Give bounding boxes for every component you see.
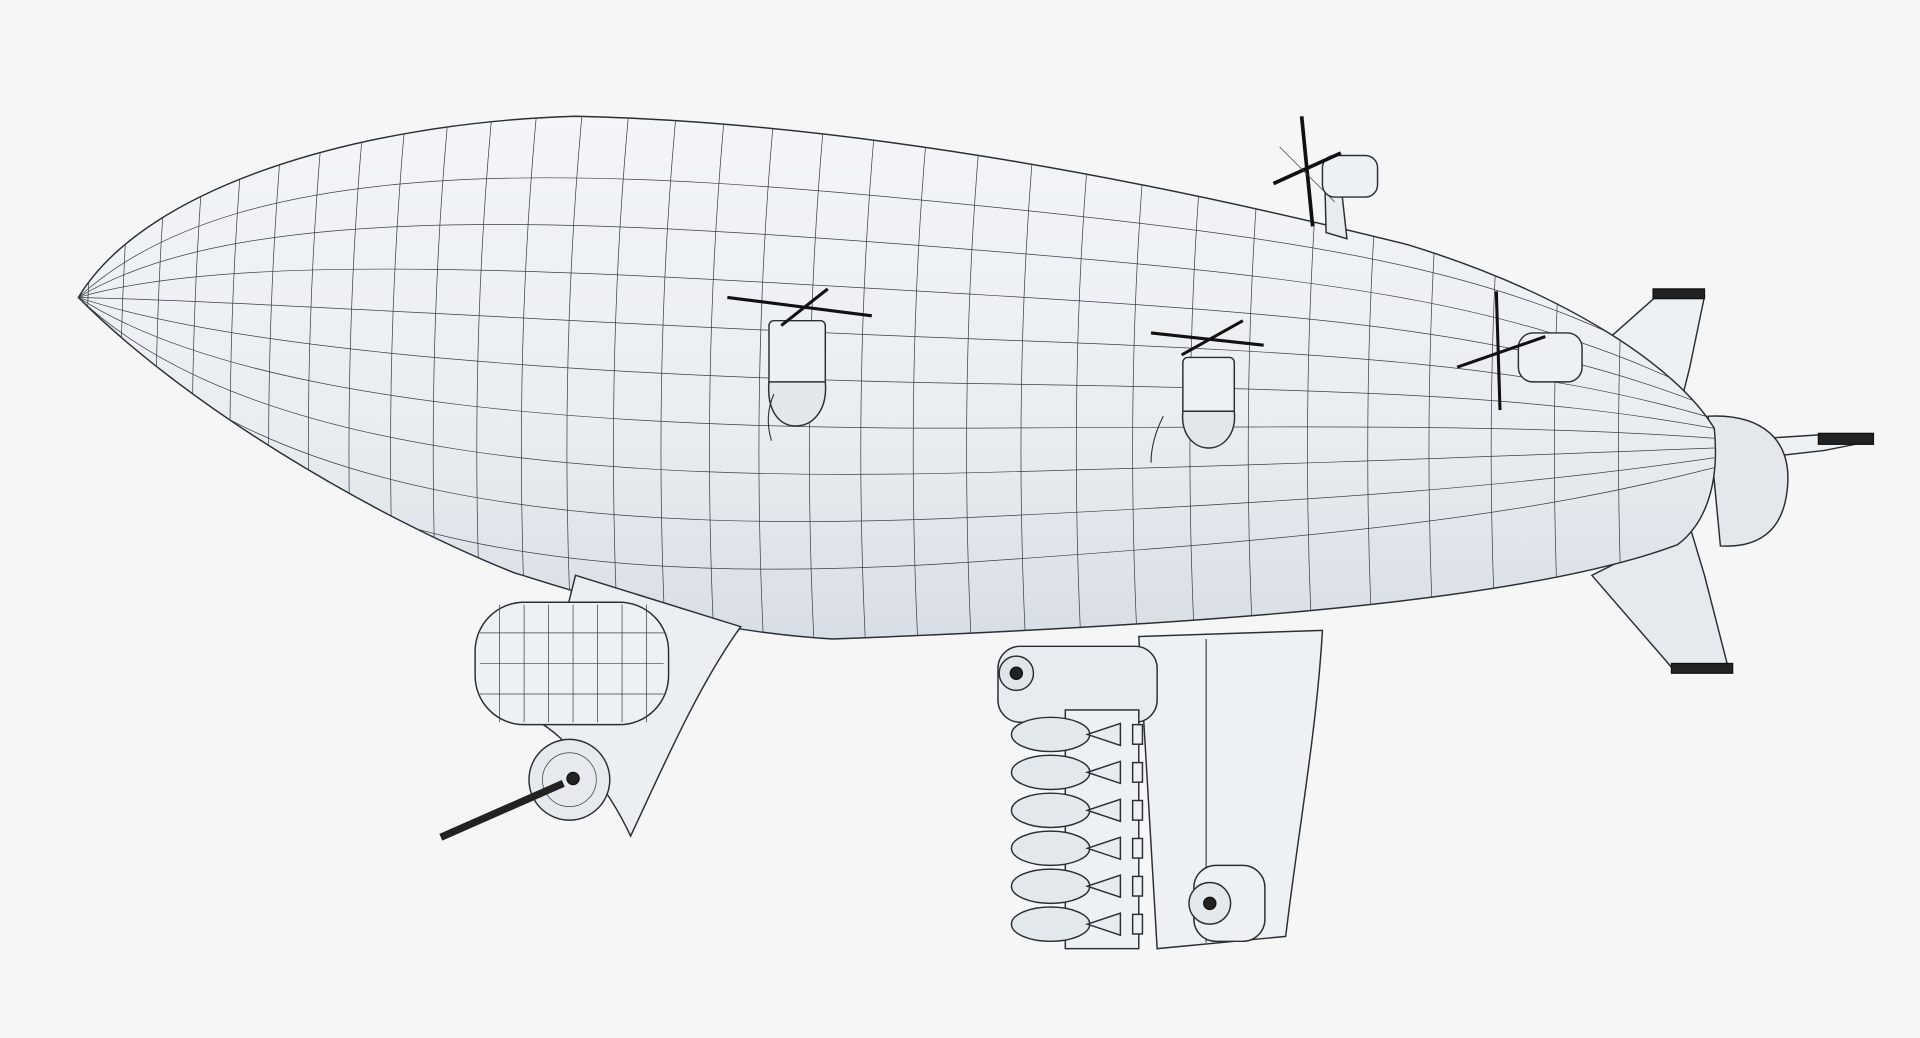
bomb — [1010, 868, 1144, 905]
top-engine — [1272, 116, 1379, 240]
bomb — [1010, 716, 1144, 753]
bomb — [1010, 830, 1144, 867]
bomb — [1010, 754, 1144, 791]
bomb — [1010, 906, 1144, 943]
engine-pod-rear — [1150, 319, 1264, 463]
wheel-assembly — [1188, 864, 1266, 943]
bomb-rack — [997, 629, 1324, 950]
airship-hull — [77, 115, 1717, 640]
bomb — [1010, 792, 1144, 829]
forward-gondola — [439, 574, 743, 841]
engine-pod-tail — [1456, 291, 1583, 411]
engine-pod-front — [727, 287, 873, 441]
gun-barrel — [439, 780, 565, 841]
